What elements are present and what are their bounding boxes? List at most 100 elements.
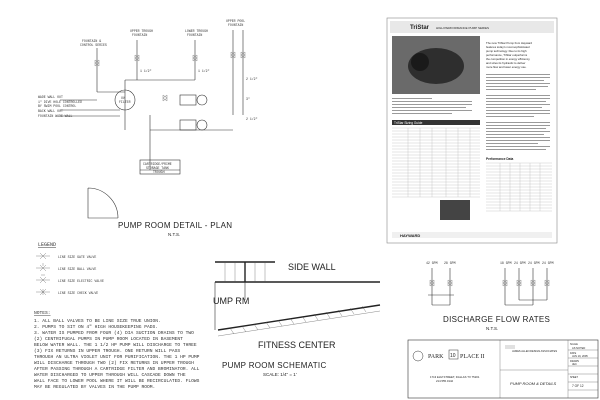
plan-label-upper-pool-2: FOUNTAIN — [228, 23, 243, 27]
tb-value-sheet: 7 OF 12 — [572, 384, 584, 388]
sheet-title: PUMP ROOM & DETAILS — [510, 381, 557, 386]
pump-1 — [179, 94, 197, 106]
storage-tank — [139, 159, 181, 175]
firm-logo — [412, 350, 424, 362]
legend-item-1: LINE SIZE GATE VALVE — [58, 255, 96, 259]
plan-scale: N.T.S. — [168, 232, 180, 237]
flow-right-label-2: 24 GPM — [514, 261, 526, 265]
firm-mark — [505, 345, 515, 349]
pipe-size-5: 2 1/2" — [246, 117, 258, 121]
tb-field-sheet: SHEET — [570, 376, 579, 379]
firm-name: JAMES ALLEN DESIGN ASSOCIATES — [512, 349, 557, 353]
flow-right-piping — [504, 268, 548, 306]
datasheet-intro: The new TriStar Pump from Hayward featur… — [486, 41, 532, 69]
tb-value-scale: AS NOTED — [572, 346, 585, 350]
schematic-fitness-center: FITNESS CENTER — [258, 340, 336, 350]
project-name-part-b: PLACE II — [460, 354, 485, 360]
plan-risers — [96, 30, 244, 115]
uv-filter-circle — [114, 89, 136, 111]
schematic-diagonal-wall-inner — [217, 310, 381, 337]
schematic-diagonal-wall — [217, 304, 381, 331]
tb-field-drawn: DRAWN — [570, 360, 579, 363]
project-name-part-a: PARK — [428, 354, 444, 360]
discharge-flow-rates: 42 GPM 28 GPM 18 GPM 24 GPM 24 GPM 24 GP… — [426, 261, 554, 331]
pipe-size-1: 1 1/2" — [140, 69, 152, 73]
pipe-size-3: 2 1/2" — [246, 77, 258, 81]
tb-value-date: JAN 19, 2005 — [572, 354, 588, 358]
pump-photo-small — [440, 200, 470, 220]
flow-scale: N.T.S. — [486, 326, 498, 331]
datasheet-brand: TriStar — [410, 25, 430, 31]
intro-line: performance, TriStar outperforms — [486, 53, 528, 57]
legend-item-2: LINE SIZE BALL VALVE — [58, 267, 96, 271]
intro-line: features today's most sophisticated — [486, 45, 530, 49]
schematic-title: PUMP ROOM SCHEMATIC — [222, 361, 327, 370]
datasheet-footer — [392, 232, 552, 238]
pump-2-motor — [196, 119, 208, 131]
plan-detail: FOUNTAIN & CONTROL SERIES UPPER TROUGH F… — [38, 19, 258, 237]
pump-photo-housing — [411, 53, 429, 71]
plan-label-upper-trough-1: UPPER TROUGH — [130, 29, 153, 33]
firm-address-2: 214.555.0142 — [436, 379, 454, 383]
note-line: AFTER PASSING THROUGH A CARTRIDGE FILTER… — [34, 366, 200, 372]
schematic-wall-hatch — [229, 305, 367, 335]
plan-label-fountain-2: CONTROL SERIES — [80, 43, 107, 47]
flow-valves — [429, 279, 550, 287]
titleblock-border — [407, 339, 599, 399]
perf-title: Performance Data — [486, 157, 514, 161]
flow-left-piping — [428, 268, 454, 306]
tb-field-date: DATE — [570, 352, 577, 355]
schematic-pump-rm: UMP RM — [213, 296, 249, 306]
door-swing — [87, 187, 119, 219]
project-name-mid: 10 — [450, 353, 456, 359]
note-line: (2) CENTRIFUGAL PUMPS IN PUMP ROOM LOCAT… — [34, 336, 183, 342]
left-note-5: FOUNTAIN WADE WALL — [38, 114, 73, 118]
schematic-pump-room-walls — [214, 282, 246, 330]
left-note-2: 1" DIVE HOLE CONTROLLED — [38, 100, 82, 104]
datasheet-body-text — [392, 74, 550, 150]
note-line: MAY BE REGULATED BY VALVES IN THE PUMP R… — [34, 384, 155, 390]
intro-line: the competition in energy efficiency, — [486, 57, 530, 61]
flow-left-label-2: 28 GPM — [444, 261, 456, 265]
note-line: WALL FACE TO LOWER POOL WHERE IT WILL BE… — [34, 378, 200, 384]
uv-label-1: UV — [121, 96, 125, 100]
flow-left-label-1: 42 GPM — [426, 261, 438, 265]
datasheet-subtitle: HIGH PERFORMANCE PUMP SERIES — [436, 26, 489, 30]
note-line: THROUGH AN ULTRA VIOLET UNIT FOR PURIFIC… — [34, 354, 200, 360]
pipe-size-2: 1 1/2" — [198, 69, 210, 73]
legend-title: LEGEND — [38, 242, 56, 248]
tank-label-1: CARTRIDGE/PRIME — [143, 162, 172, 166]
plan-label-upper-pool-1: UPPER POOL — [226, 19, 245, 23]
pipe-size-4: 3" — [246, 97, 250, 101]
tb-value-drawn: JEC — [572, 362, 577, 366]
schematic-scale: SCALE: 1/4" = 1' — [263, 372, 297, 377]
note-line: 1. ALL BALL VALVES TO BE LINE SIZE TRUE … — [34, 318, 161, 324]
flow-right-label-1: 18 GPM — [500, 261, 512, 265]
legend-item-4: LINE SIZE CHECK VALVE — [58, 291, 98, 295]
plan-label-lower-trough-1: LOWER TROUGH — [185, 29, 208, 33]
flow-title: DISCHARGE FLOW RATES — [443, 315, 550, 324]
perf-table-grid — [486, 162, 552, 212]
left-note-3: BY SWIM POOL CONTROL — [38, 104, 76, 108]
tank-label-2: STORAGE TANK — [146, 166, 169, 170]
plan-label-lower-trough-2: FOUNTAIN — [187, 33, 202, 37]
plan-label-upper-trough-2: FOUNTAIN — [132, 33, 147, 37]
left-note-1: WADE WALL OUT — [38, 95, 63, 99]
sizing-table-grid — [392, 127, 480, 198]
titleblock-grid — [499, 340, 598, 398]
tb-field-scale: SCALE — [570, 343, 578, 346]
intro-line: and sizes its hydraulic to deliver — [486, 61, 526, 65]
note-line: 2. PUMPS TO SIT ON 4" HIGH HOUSEKEEPING … — [34, 324, 158, 330]
left-note-4: BACK WALL OUT — [38, 109, 63, 113]
legend-symbols — [36, 252, 50, 296]
title-block: PARK 10 PLACE II JAMES ALLEN DESIGN ASSO… — [407, 339, 599, 399]
intro-line: The new TriStar Pump from Hayward — [486, 41, 532, 45]
firm-address-1: 1713 ELM STREET, DALLAS TX 75201 — [430, 375, 480, 379]
plan-label-fountain-1: FOUNTAIN & — [82, 39, 101, 43]
intro-line: pump technology. Due to its high — [486, 49, 527, 53]
pump-room-schematic: SIDE WALL UMP RM FITNESS CENTER PUMP ROO… — [213, 261, 381, 377]
intro-line: more flow and lower energy use. — [486, 65, 527, 69]
schematic-side-wall: SIDE WALL — [288, 262, 336, 272]
